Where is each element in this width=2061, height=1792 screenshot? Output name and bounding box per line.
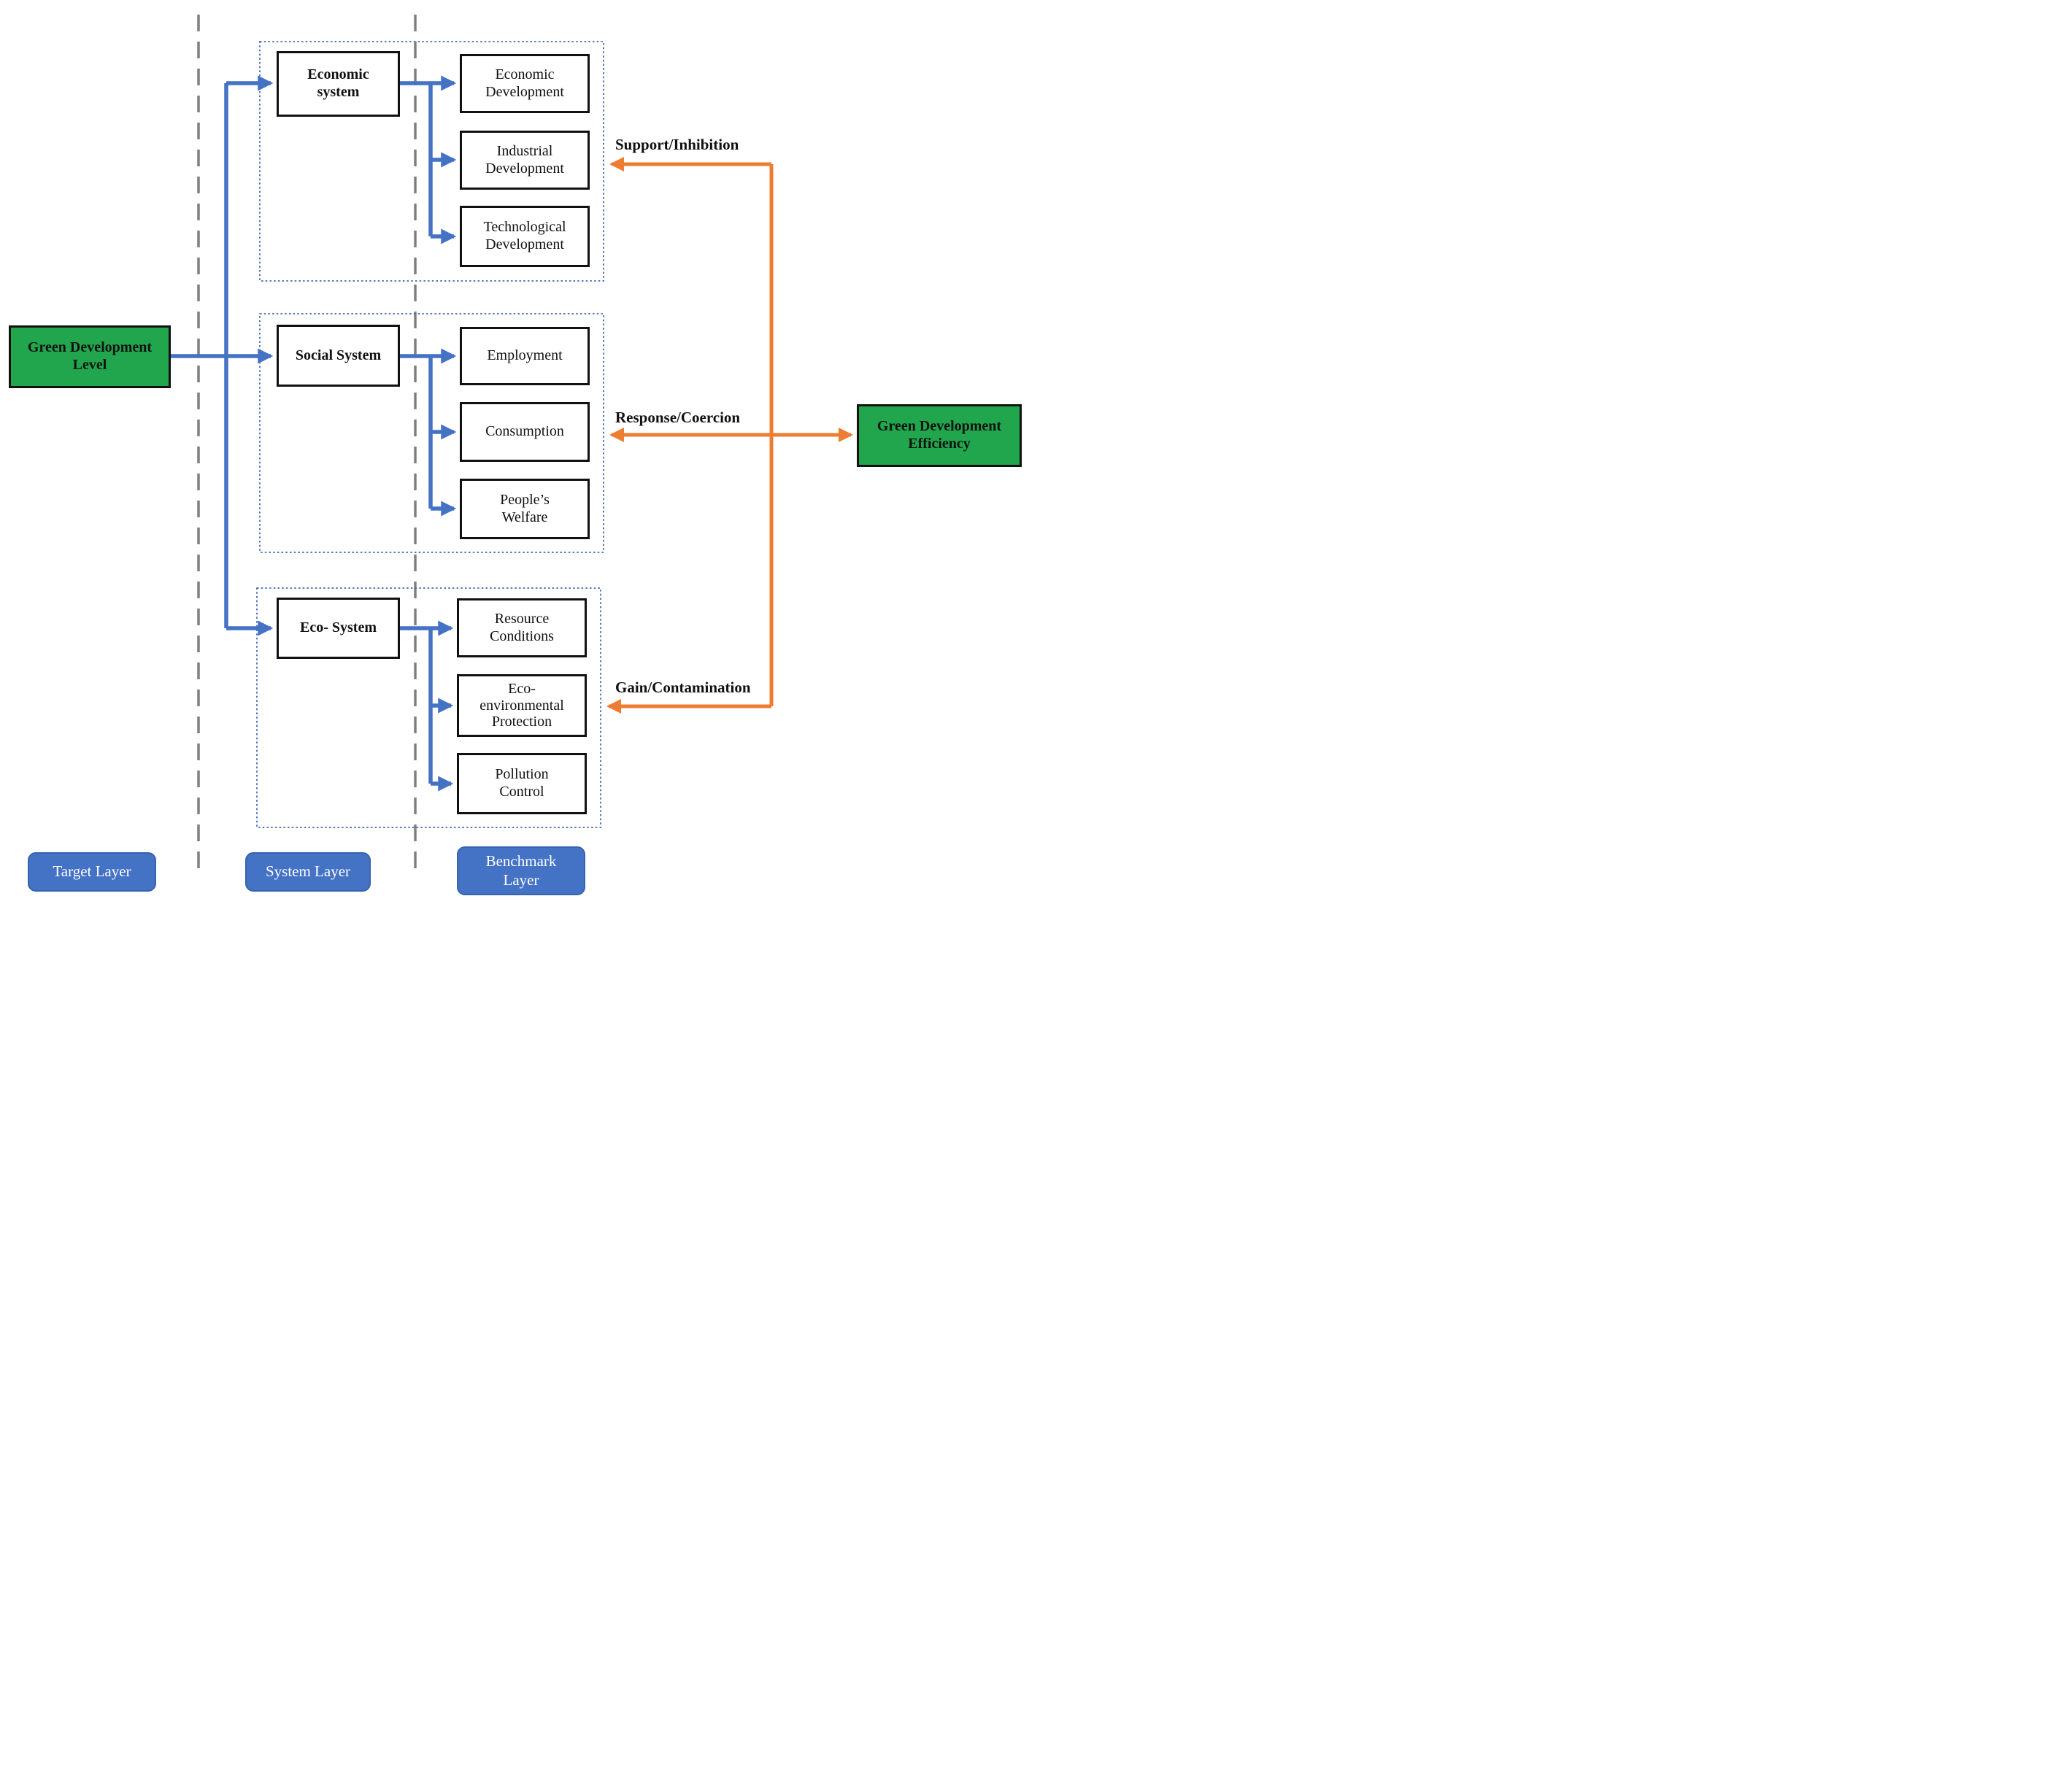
- benchmark-box-peoples-welfare: People’s Welfare: [460, 479, 590, 539]
- group-outline-social: [259, 313, 604, 553]
- benchmark-box-eco-environmental-protection: Eco- environmental Protection: [457, 674, 587, 737]
- benchmark-box-economic-development: Economic Development: [460, 54, 590, 113]
- group-outline-economic: [259, 41, 604, 282]
- economic-system-box: Economic system: [277, 51, 400, 117]
- system-layer-pill: System Layer: [245, 852, 371, 892]
- diagram-canvas: Green Development Level Economic system …: [0, 0, 1030, 896]
- eco-system-box: Eco- System: [277, 598, 400, 659]
- green-development-level-box: Green Development Level: [9, 325, 171, 388]
- green-development-efficiency-box: Green Development Efficiency: [857, 404, 1022, 467]
- connector-layer: [171, 15, 853, 874]
- target-layer-pill: Target Layer: [28, 852, 156, 892]
- benchmark-layer-pill: Benchmark Layer: [457, 846, 585, 895]
- gain-contamination-label: Gain/Contamination: [615, 679, 751, 696]
- benchmark-box-pollution-control: Pollution Control: [457, 753, 587, 814]
- benchmark-box-technological-development: Technological Development: [460, 206, 590, 267]
- benchmark-box-consumption: Consumption: [460, 402, 590, 462]
- social-system-box: Social System: [277, 325, 400, 387]
- group-outline-eco: [256, 587, 601, 828]
- benchmark-box-resource-conditions: Resource Conditions: [457, 598, 587, 657]
- response-coercion-label: Response/Coercion: [615, 409, 741, 426]
- benchmark-box-industrial-development: Industrial Development: [460, 131, 590, 190]
- benchmark-box-employment: Employment: [460, 327, 590, 385]
- support-inhibition-label: Support/Inhibition: [615, 136, 739, 153]
